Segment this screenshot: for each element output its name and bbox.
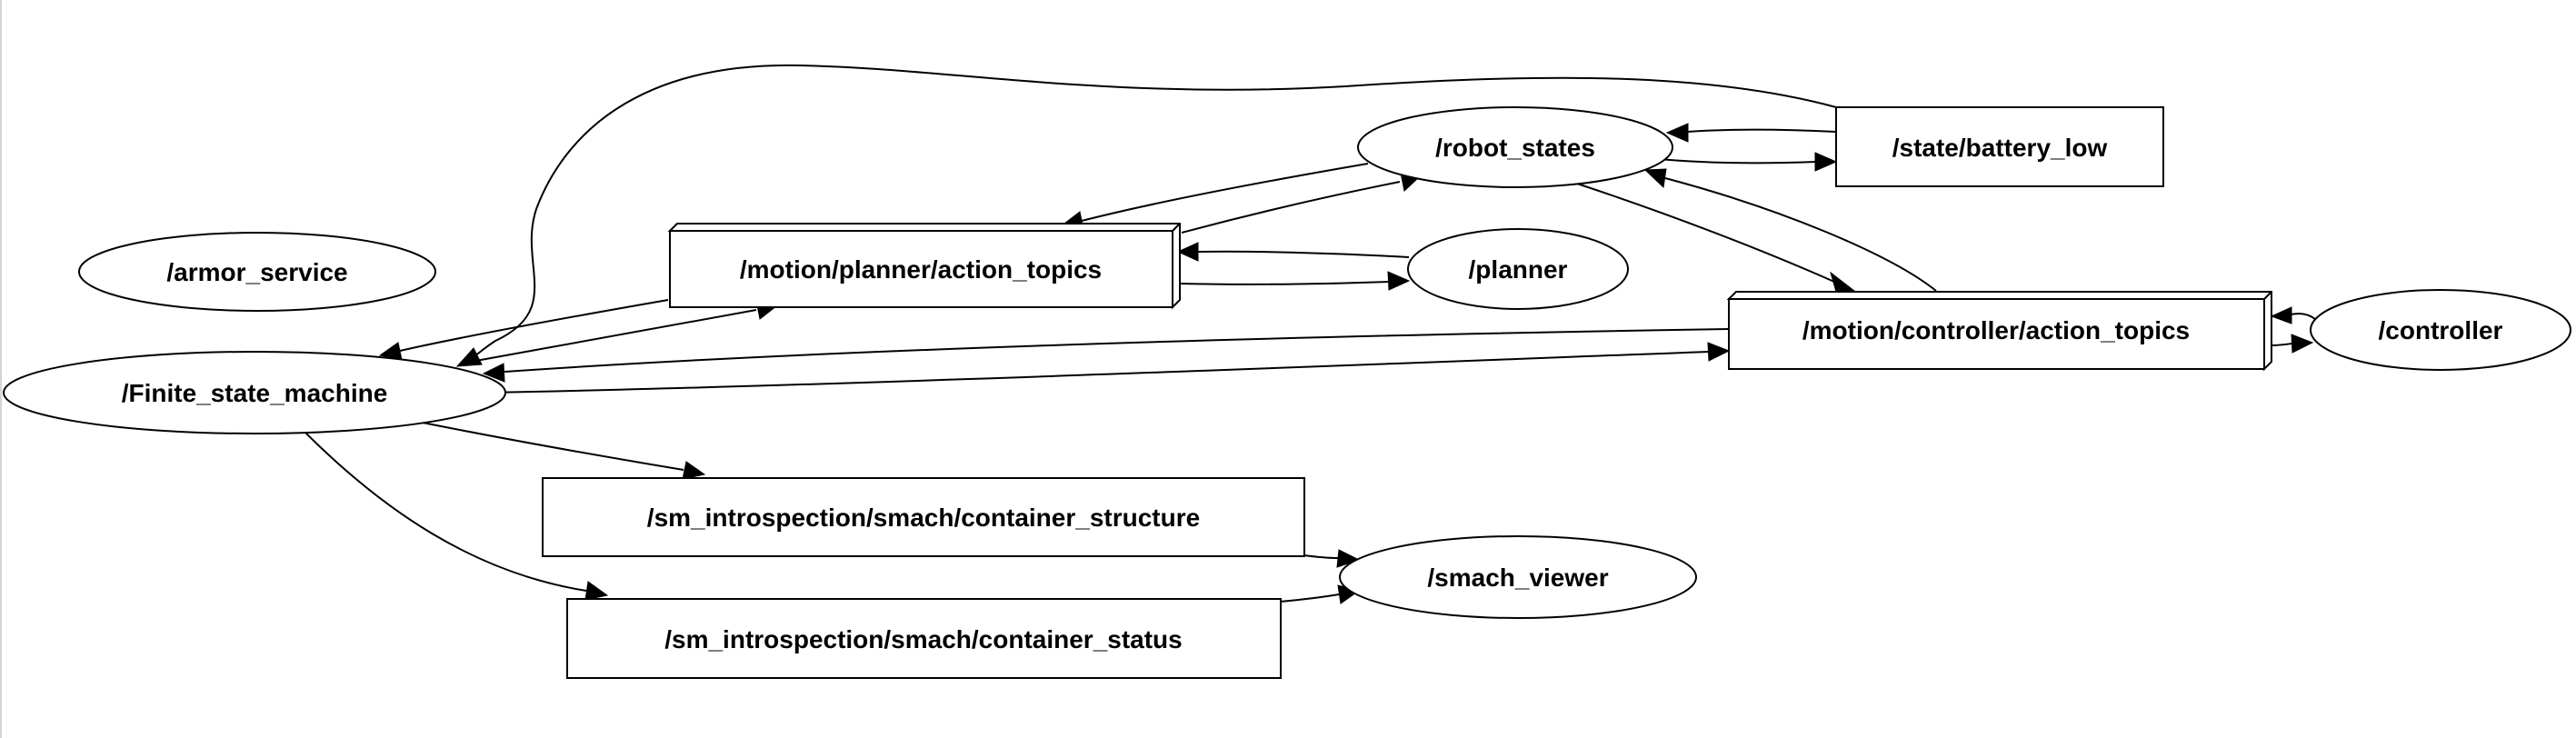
edge-robot-states-to-battery-low[interactable] bbox=[1658, 158, 1817, 165]
node-planner[interactable]: /planner bbox=[1407, 228, 1629, 310]
node-motion-controller-action-topics[interactable]: /motion/controller/action_topics bbox=[1726, 291, 2272, 372]
edge-fsm-to-motion-controller-arrowhead bbox=[1707, 342, 1731, 362]
edge-motion-controller-to-fsm[interactable] bbox=[504, 328, 1730, 373]
node-label: /planner bbox=[1469, 255, 1568, 284]
node-label: /motion/controller/action_topics bbox=[1802, 316, 2190, 344]
edge-motion-planner-to-fsm[interactable] bbox=[399, 299, 669, 352]
node-label: /sm_introspection/smach/container_status bbox=[664, 625, 1183, 653]
edge-fsm-to-container-structure[interactable] bbox=[422, 422, 684, 471]
edge-controller-to-motion-controller-arrowhead bbox=[2270, 306, 2292, 324]
node-container-status[interactable]: /sm_introspection/smach/container_status bbox=[566, 598, 1282, 679]
edge-motion-controller-to-fsm-arrowhead bbox=[482, 363, 505, 383]
node-label: /smach_viewer bbox=[1427, 563, 1608, 592]
node-container-structure[interactable]: /sm_introspection/smach/container_struct… bbox=[542, 477, 1305, 557]
edge-motion-planner-to-planner-arrowhead bbox=[1387, 271, 1411, 291]
edge-motion-controller-to-controller[interactable] bbox=[2271, 343, 2293, 346]
edge-robot-states-to-motion-planner[interactable] bbox=[1081, 163, 1369, 222]
node-label: /motion/planner/action_topics bbox=[740, 255, 1102, 284]
nodes: /armor_service /Finite_state_machine /mo… bbox=[3, 106, 2571, 679]
node-finite-state-machine[interactable]: /Finite_state_machine bbox=[3, 351, 506, 434]
node-label: /controller bbox=[2379, 316, 2503, 344]
node-label: /armor_service bbox=[166, 258, 347, 286]
edge-motion-controller-to-robot-states-arrowhead bbox=[1643, 168, 1667, 189]
edge-battery-low-to-robot-states[interactable] bbox=[1686, 128, 1837, 133]
node-label: /sm_introspection/smach/container_struct… bbox=[647, 504, 1200, 532]
edge-container-status-to-smach-viewer[interactable] bbox=[1279, 593, 1340, 603]
edge-motion-planner-to-robot-states[interactable] bbox=[1181, 181, 1401, 234]
node-motion-planner-action-topics[interactable]: /motion/planner/action_topics bbox=[667, 223, 1181, 310]
node-state-battery-low[interactable]: /state/battery_low bbox=[1835, 106, 2164, 187]
edge-fsm-to-motion-controller[interactable] bbox=[488, 351, 1710, 394]
edge-fsm-to-motion-planner[interactable] bbox=[470, 309, 757, 363]
edge-fsm-to-container-status-arrowhead bbox=[584, 581, 609, 601]
edge-planner-to-motion-planner-arrowhead bbox=[1176, 242, 1199, 262]
edge-battery-low-to-fsm-arrowhead bbox=[455, 347, 483, 367]
edge-fsm-to-container-structure-arrowhead bbox=[682, 461, 706, 480]
edge-robot-states-to-battery-low-arrowhead bbox=[1814, 152, 1838, 172]
edge-controller-to-motion-controller[interactable] bbox=[2290, 313, 2317, 321]
edge-motion-controller-to-robot-states[interactable] bbox=[1664, 177, 1937, 292]
edge-motion-controller-to-controller-arrowhead bbox=[2291, 334, 2314, 354]
node-controller[interactable]: /controller bbox=[2310, 289, 2571, 371]
edge-fsm-to-container-status[interactable] bbox=[304, 431, 587, 592]
node-armor-service[interactable]: /armor_service bbox=[78, 232, 436, 312]
edge-motion-planner-to-planner[interactable] bbox=[1179, 281, 1389, 285]
node-robot-states[interactable]: /robot_states bbox=[1357, 106, 1673, 188]
edge-battery-low-to-robot-states-arrowhead bbox=[1665, 123, 1689, 143]
edge-container-structure-to-smach-viewer[interactable] bbox=[1303, 554, 1339, 559]
edge-planner-to-motion-planner[interactable] bbox=[1197, 250, 1410, 258]
node-label: /state/battery_low bbox=[1892, 134, 2108, 162]
edge-robot-states-to-motion-controller[interactable] bbox=[1576, 183, 1835, 283]
edge-robot-states-to-motion-controller-arrowhead bbox=[1830, 271, 1856, 293]
node-label: /Finite_state_machine bbox=[122, 379, 388, 407]
node-label: /robot_states bbox=[1435, 134, 1595, 162]
node-smach-viewer[interactable]: /smach_viewer bbox=[1339, 535, 1697, 619]
edge-container-structure-to-smach-viewer-arrowhead bbox=[1336, 549, 1361, 568]
edge-battery-low-to-fsm[interactable] bbox=[474, 64, 1837, 357]
